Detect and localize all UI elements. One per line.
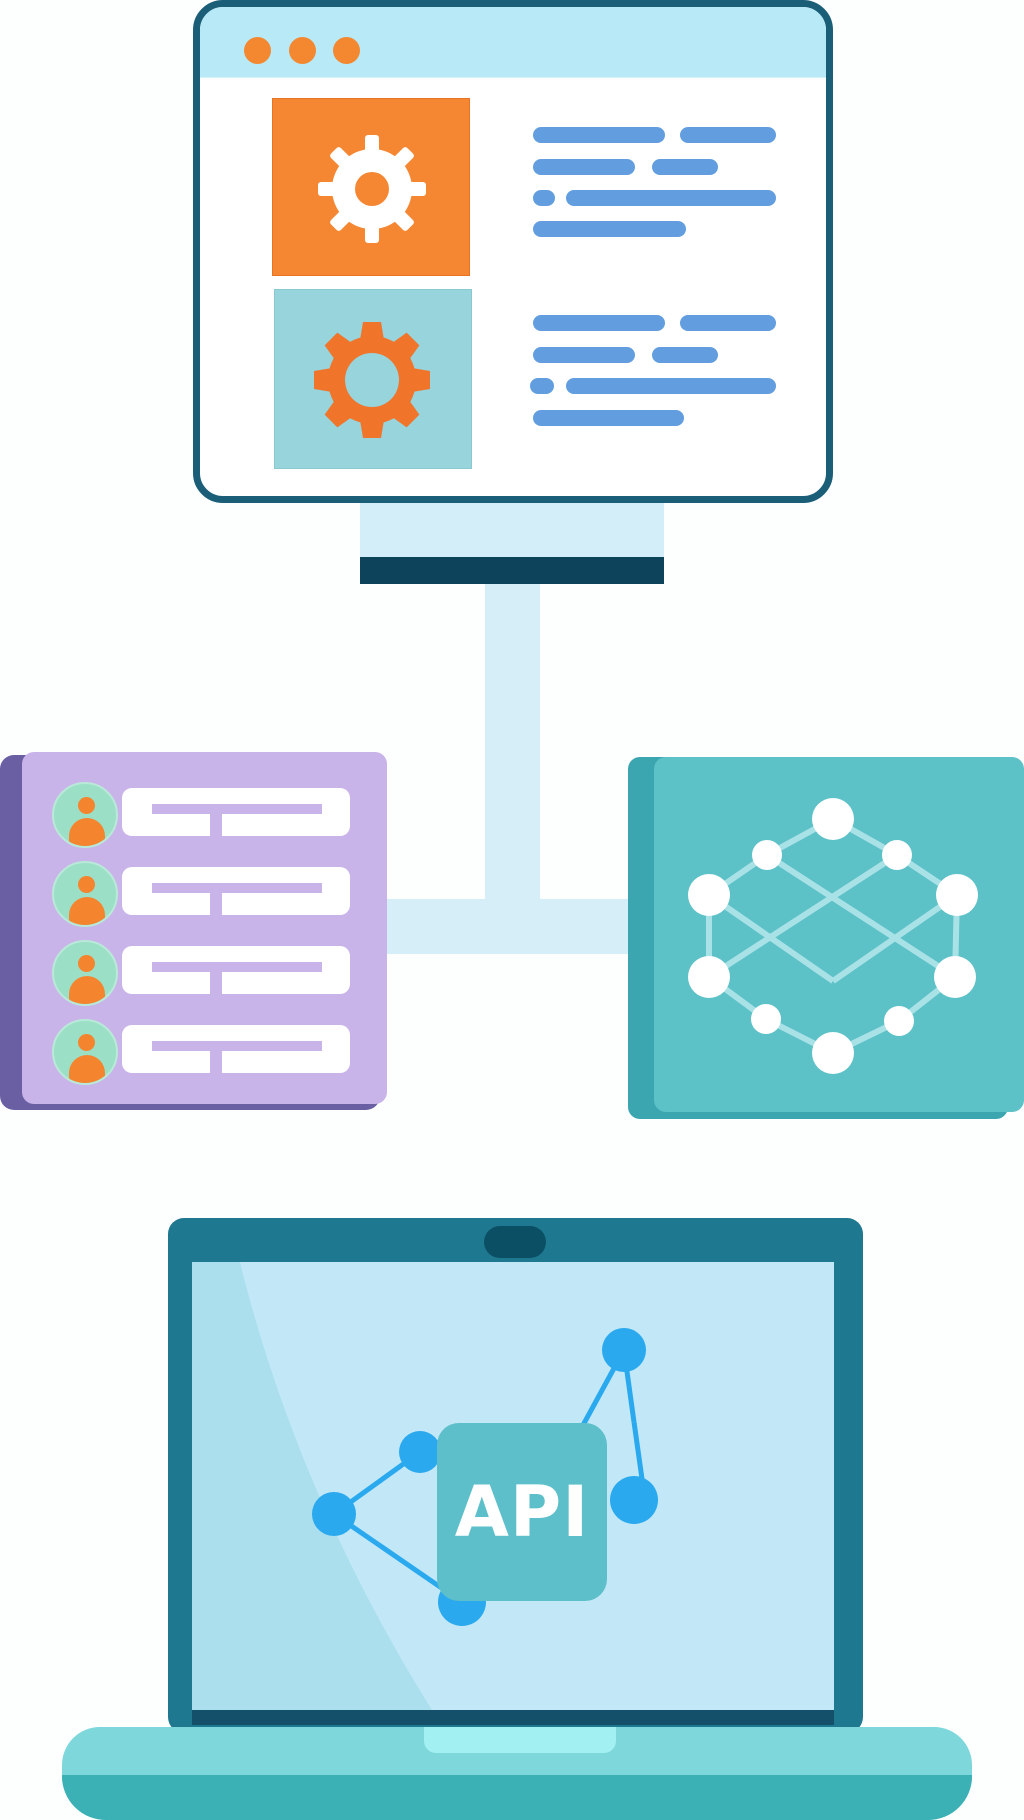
text-line (533, 159, 635, 175)
text-line (566, 190, 776, 206)
window-dot[interactable] (244, 37, 271, 64)
user-avatar-icon (52, 1019, 118, 1085)
text-line (530, 378, 554, 394)
user-info-card (122, 1025, 350, 1073)
connector-line (485, 584, 540, 899)
monitor-stand-base (360, 557, 664, 584)
text-line (533, 221, 686, 237)
text-line (680, 315, 776, 331)
text-line (533, 315, 665, 331)
settings-card[interactable] (272, 98, 470, 276)
gear-icon (318, 135, 426, 243)
text-line (533, 347, 635, 363)
laptop-hinge-notch (424, 1727, 616, 1753)
text-line (533, 127, 665, 143)
text-line (680, 127, 776, 143)
user-info-card (122, 788, 350, 836)
api-badge[interactable]: API (437, 1423, 607, 1601)
screen-bezel-edge (192, 1710, 834, 1725)
text-line (566, 378, 776, 394)
network-panel[interactable] (654, 757, 1024, 1112)
window-dot[interactable] (289, 37, 316, 64)
text-line (533, 190, 555, 206)
user-row[interactable] (52, 782, 352, 848)
user-avatar-icon (52, 861, 118, 927)
connector-line (380, 899, 650, 954)
user-row[interactable] (52, 1019, 352, 1085)
user-avatar-icon (52, 782, 118, 848)
user-row[interactable] (52, 861, 352, 927)
user-info-card (122, 946, 350, 994)
text-line (652, 347, 718, 363)
user-info-card (122, 867, 350, 915)
text-line (533, 410, 684, 426)
gear-icon (314, 322, 430, 438)
screen-glare (192, 1262, 432, 1710)
laptop-base-shadow (62, 1775, 972, 1820)
network-graph-icon (688, 798, 978, 1074)
window-dot[interactable] (333, 37, 360, 64)
settings-card[interactable] (274, 289, 472, 469)
monitor (193, 0, 833, 503)
user-row[interactable] (52, 940, 352, 1006)
monitor-stand (360, 503, 664, 558)
webcam (484, 1226, 546, 1258)
text-line (652, 159, 718, 175)
user-avatar-icon (52, 940, 118, 1006)
api-label: API (454, 1471, 590, 1553)
